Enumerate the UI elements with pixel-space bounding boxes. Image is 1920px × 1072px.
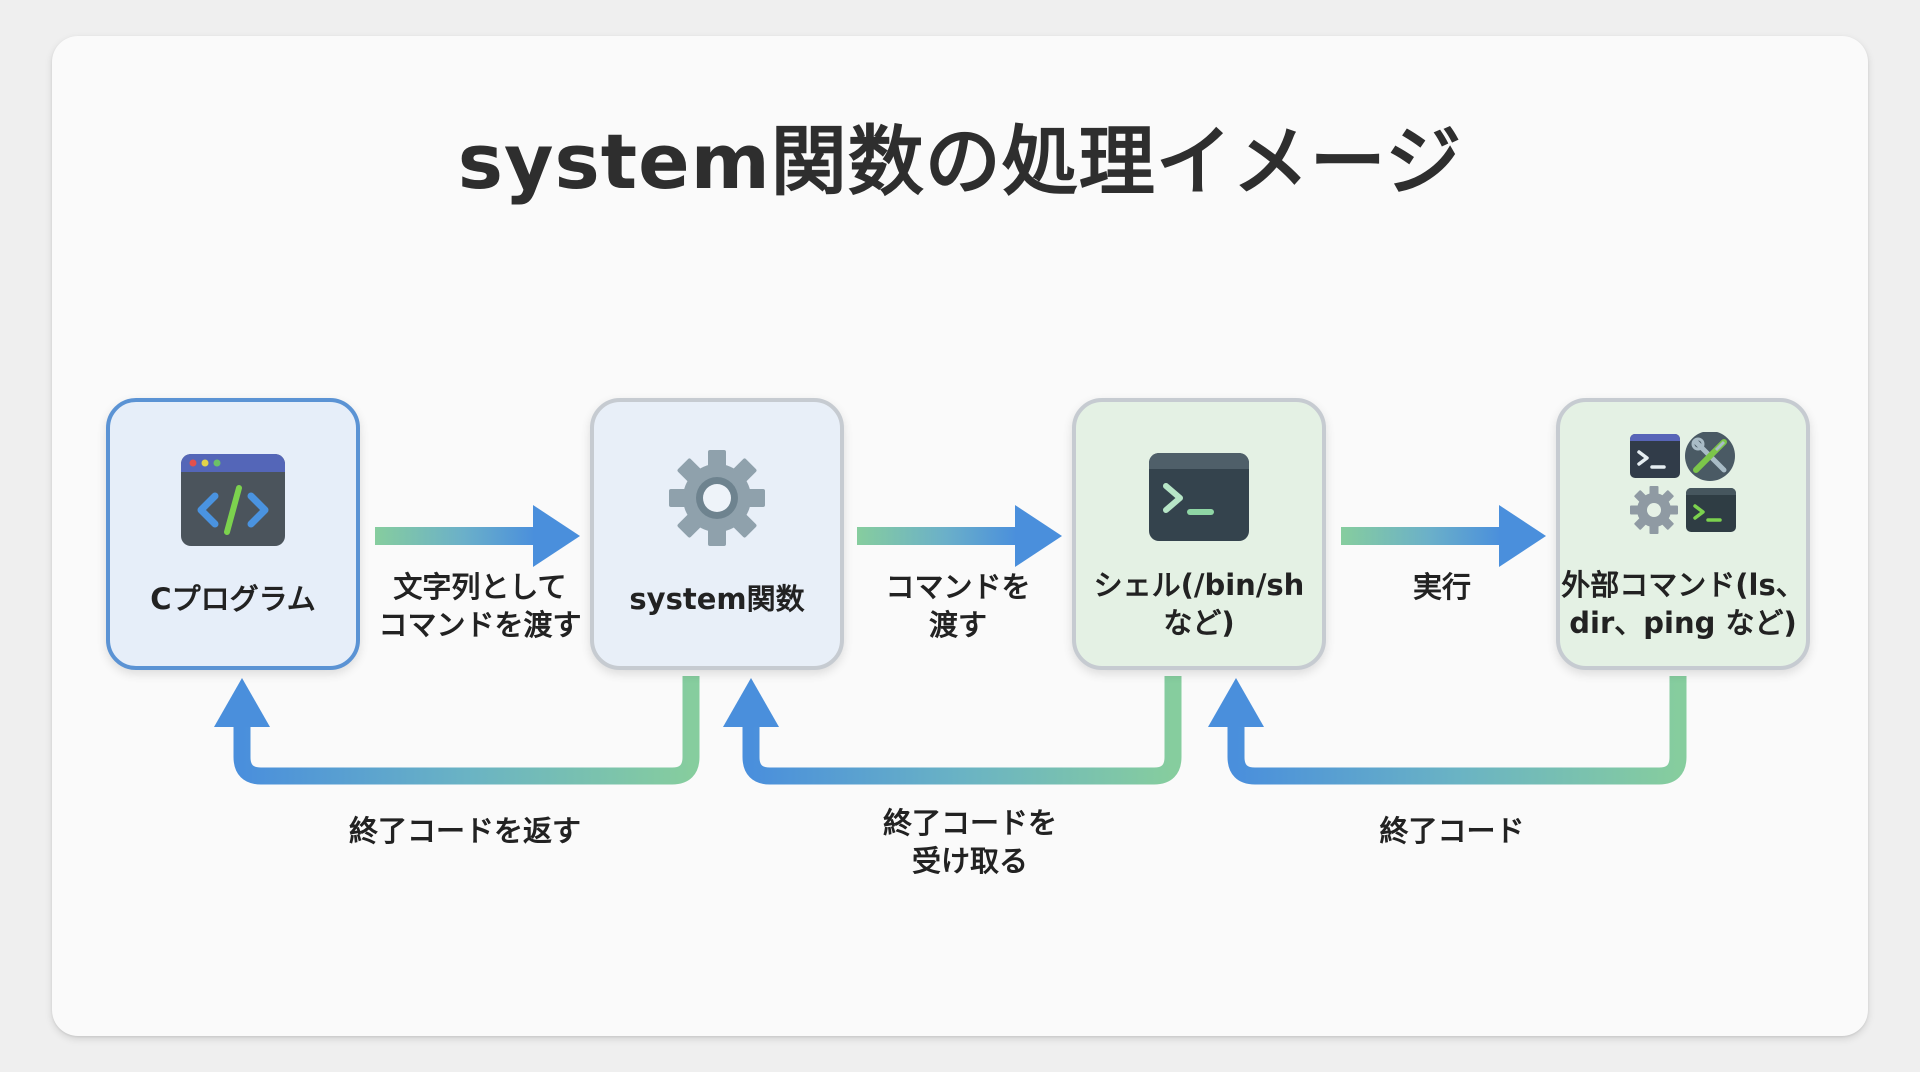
- node-external-command[interactable]: 外部コマンド(ls、 dir、ping など): [1556, 398, 1810, 670]
- forward-arrow-1: [375, 505, 580, 567]
- edge-label-execute: 実行: [1412, 570, 1471, 604]
- node-shell[interactable]: シェル(/bin/sh など): [1072, 398, 1326, 670]
- edge-label-return-exit-code: 終了コードを返す: [348, 814, 581, 848]
- return-arrow-2: [723, 676, 1182, 785]
- terminal-icon: [1630, 434, 1680, 478]
- forward-arrow-3: [1341, 505, 1546, 567]
- return-arrow-3: [1208, 676, 1687, 785]
- node-label: 外部コマンド(ls、 dir、ping など): [1561, 568, 1805, 640]
- node-label: シェル(/bin/sh など): [1093, 568, 1305, 640]
- forward-arrow-2: [857, 505, 1062, 567]
- page-title: system関数の処理イメージ: [457, 117, 1463, 206]
- edge-label-pass-string: 文字列として コマンドを渡す: [378, 570, 582, 642]
- tools-collection-icon: [1630, 432, 1736, 534]
- node-system-function[interactable]: system関数: [590, 398, 844, 670]
- gear-icon: [669, 450, 765, 546]
- terminal-icon: [1149, 453, 1249, 541]
- terminal-icon: [1686, 488, 1736, 532]
- node-c-program[interactable]: Cプログラム: [106, 398, 360, 670]
- edge-label-receive-exit-code: 終了コードを 受け取る: [882, 806, 1057, 878]
- wrench-screwdriver-icon: [1685, 432, 1735, 481]
- return-arrow-1: [214, 676, 700, 785]
- gear-icon: [1630, 486, 1678, 534]
- node-label: Cプログラム: [150, 582, 316, 616]
- edge-label-exit-code: 終了コード: [1379, 814, 1525, 848]
- edge-label-pass-command: コマンドを 渡す: [885, 570, 1031, 642]
- node-label: system関数: [629, 582, 805, 616]
- code-window-icon: [181, 454, 285, 546]
